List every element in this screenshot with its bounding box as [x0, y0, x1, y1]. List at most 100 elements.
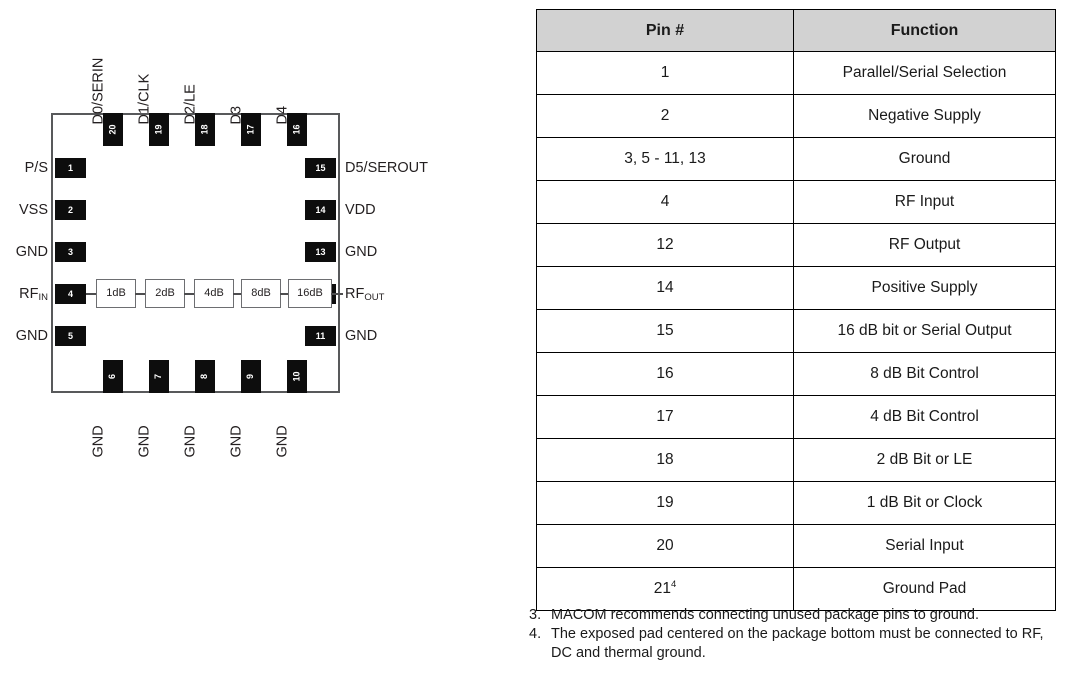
pin-pad-3[interactable]: 3: [55, 242, 86, 262]
pin-pad-20[interactable]: 20: [103, 113, 123, 146]
cell-pin-number-footnote-ref: 4: [670, 579, 677, 591]
wire-stage2-to-stage3: [184, 293, 195, 295]
pin-number-1: 1: [67, 162, 73, 173]
pin-label-14: VDD: [345, 202, 376, 218]
pin-label-1: P/S: [24, 160, 48, 176]
pin-number-19: 19: [153, 124, 164, 135]
pin-pad-10[interactable]: 10: [287, 360, 307, 393]
footnote-text: The exposed pad centered on the package …: [551, 626, 1044, 662]
cell-pin-number: 18: [536, 438, 794, 482]
pin-pad-6[interactable]: 6: [103, 360, 123, 393]
pin-number-7: 7: [153, 373, 164, 380]
pin-label-10: GND: [274, 425, 291, 458]
pin-number-14: 14: [315, 204, 326, 215]
cell-function: 1 dB Bit or Clock: [793, 481, 1056, 525]
pin-label-5: GND: [15, 328, 48, 344]
pin-label-4: RFIN: [19, 286, 49, 303]
cell-pin-number: 214: [536, 567, 794, 611]
pin-number-3: 3: [67, 246, 73, 257]
pin-label-7: GND: [136, 425, 153, 458]
pin-number-17: 17: [245, 124, 256, 135]
pin-pad-13[interactable]: 13: [305, 242, 336, 262]
package-body-outline: [51, 113, 340, 393]
pin-number-4: 4: [67, 288, 73, 299]
cell-function: Positive Supply: [793, 266, 1056, 310]
pin-pad-17[interactable]: 17: [241, 113, 261, 146]
pin-number-10: 10: [291, 371, 302, 382]
pin-pad-14[interactable]: 14: [305, 200, 336, 220]
pin-number-11: 11: [315, 330, 326, 341]
pin-label-8: GND: [182, 425, 199, 458]
cell-function: Serial Input: [793, 524, 1056, 568]
cell-pin-number: 3, 5 - 11, 13: [536, 137, 794, 181]
cell-function: 8 dB Bit Control: [793, 352, 1056, 396]
cell-pin-number: 14: [536, 266, 794, 310]
pin-label-12: RFOUT: [345, 286, 385, 303]
wire-stage4-to-stage5: [280, 293, 289, 295]
footnote-item: 3.MACOM recommends connecting unused pac…: [529, 606, 1059, 625]
pin-pad-11[interactable]: 11: [305, 326, 336, 346]
cell-function: RF Input: [793, 180, 1056, 224]
column-header-pin-number: Pin #: [536, 9, 794, 52]
footnote-number: 4.: [529, 626, 542, 643]
package-pinout-diagram: D0/SERIN D1/CLK D2/LE D3 D4 20 19 18 17 …: [0, 0, 520, 470]
cell-pin-number: 4: [536, 180, 794, 224]
pin-number-8: 8: [199, 373, 210, 380]
wire-stage5-to-out: [331, 293, 343, 295]
pin-pad-9[interactable]: 9: [241, 360, 261, 393]
pin-label-6: GND: [90, 425, 107, 458]
attenuator-stage-2db: 2dB: [145, 279, 185, 308]
table-header-row: Pin # Function: [536, 9, 1056, 52]
cell-function: RF Output: [793, 223, 1056, 267]
footnote-item: 4. The exposed pad centered on the packag…: [529, 625, 1059, 663]
footnotes-list: 3.MACOM recommends connecting unused pac…: [529, 606, 1059, 663]
cell-function: Negative Supply: [793, 94, 1056, 138]
pin-pad-19[interactable]: 19: [149, 113, 169, 146]
pin-number-13: 13: [315, 246, 326, 257]
pin-number-16: 16: [291, 124, 302, 135]
cell-function: Ground: [793, 137, 1056, 181]
pin-label-13: GND: [345, 244, 378, 260]
cell-pin-number: 1: [536, 51, 794, 95]
attenuator-stage-16db: 16dB: [288, 279, 332, 308]
pin-pad-18[interactable]: 18: [195, 113, 215, 146]
pin-label-11: GND: [345, 328, 378, 344]
cell-function: 16 dB bit or Serial Output: [793, 309, 1056, 353]
wire-in-to-stage1: [86, 293, 97, 295]
attenuator-stage-4db: 4dB: [194, 279, 234, 308]
pin-number-5: 5: [67, 330, 73, 341]
pin-pad-16[interactable]: 16: [287, 113, 307, 146]
cell-function: Ground Pad: [793, 567, 1056, 611]
pin-pad-15[interactable]: 15: [305, 158, 336, 178]
pin-pad-7[interactable]: 7: [149, 360, 169, 393]
pin-pad-4[interactable]: 4: [55, 284, 86, 304]
pin-pad-5[interactable]: 5: [55, 326, 86, 346]
cell-pin-number: 15: [536, 309, 794, 353]
cell-pin-number: 12: [536, 223, 794, 267]
cell-function: 2 dB Bit or LE: [793, 438, 1056, 482]
pin-pad-2[interactable]: 2: [55, 200, 86, 220]
pin-label-4-subscript: IN: [38, 292, 49, 303]
pin-pad-1[interactable]: 1: [55, 158, 86, 178]
pin-label-12-subscript: OUT: [364, 292, 385, 303]
cell-function: Parallel/Serial Selection: [793, 51, 1056, 95]
pin-label-3: GND: [15, 244, 48, 260]
pin-number-6: 6: [107, 373, 118, 380]
pin-pad-8[interactable]: 8: [195, 360, 215, 393]
attenuator-stage-8db: 8dB: [241, 279, 281, 308]
cell-pin-number: 2: [536, 94, 794, 138]
pin-number-18: 18: [199, 124, 210, 135]
footnote-number: 3.: [529, 607, 542, 623]
